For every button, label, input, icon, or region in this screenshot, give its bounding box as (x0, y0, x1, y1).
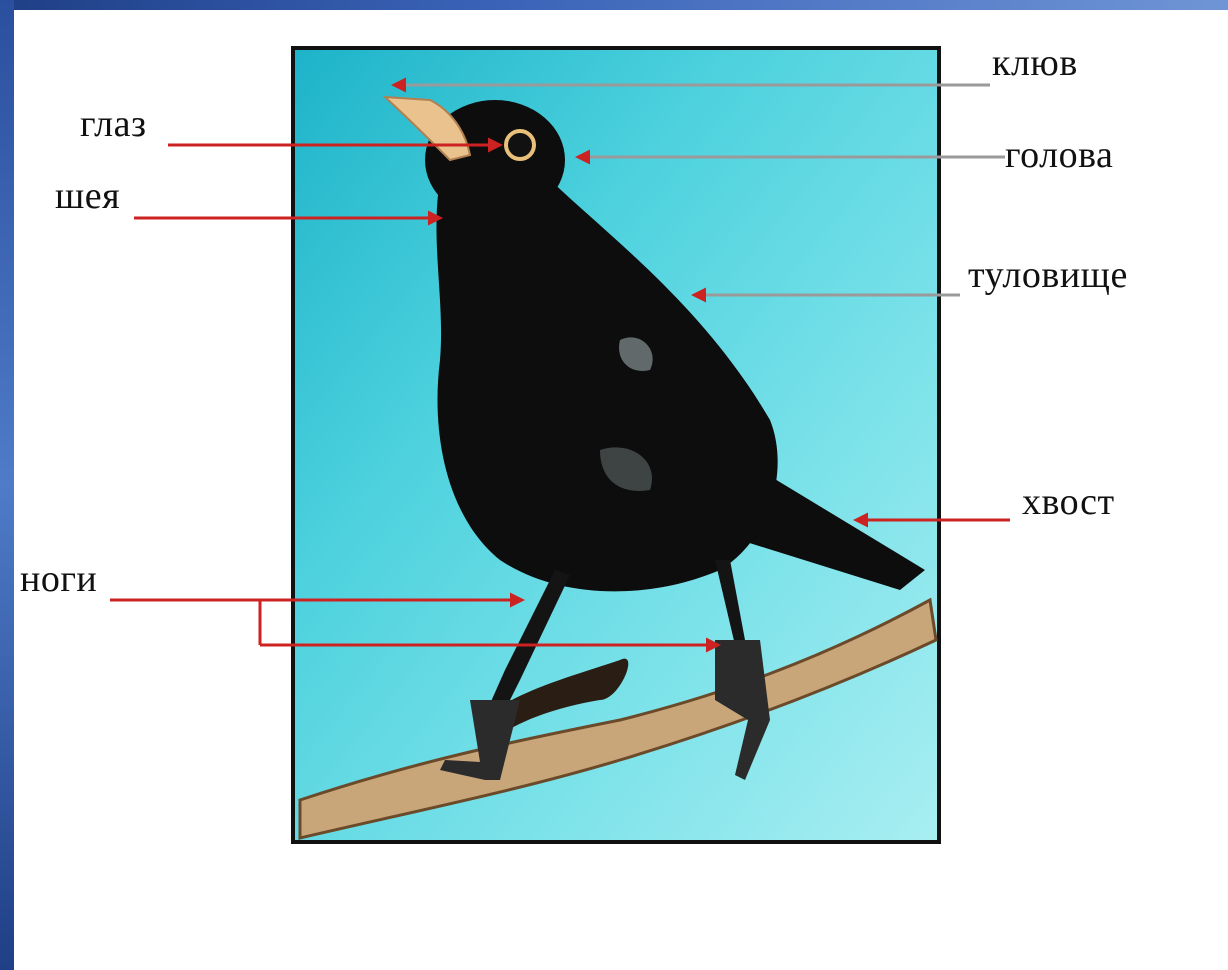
label-eye: глаз (80, 103, 147, 145)
bird-body (436, 156, 778, 592)
bird-eye (504, 129, 536, 161)
branch (298, 597, 938, 840)
slide-left-frame (0, 0, 14, 970)
label-body: туловище (968, 254, 1128, 296)
bird-foot-right (715, 640, 770, 780)
bird-tail (740, 470, 925, 590)
bird-photo (291, 46, 941, 844)
belly-highlight (600, 447, 652, 491)
bird-leg-right (715, 560, 745, 645)
label-head: голова (1005, 134, 1114, 176)
twig (480, 658, 629, 735)
slide-top-frame (0, 0, 1228, 10)
label-tail: хвост (1022, 481, 1115, 523)
label-neck: шея (55, 175, 121, 217)
wing-highlight (619, 337, 653, 371)
leader-lines (110, 77, 1010, 653)
bird-foot-left (440, 700, 520, 780)
label-beak: клюв (992, 42, 1078, 84)
label-legs: ноги (20, 558, 98, 600)
